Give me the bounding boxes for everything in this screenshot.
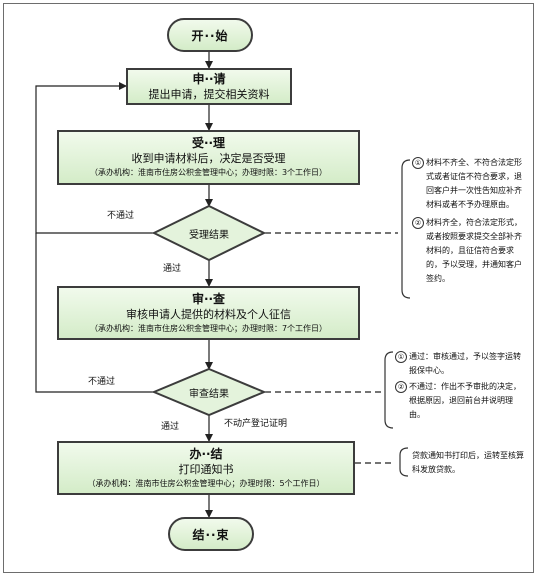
start-label: 开··始 — [191, 28, 229, 43]
accept-decision-label: 受理结果 — [189, 229, 229, 241]
start-node: 开··始 — [167, 18, 253, 52]
complete-title: 办··结 — [189, 446, 223, 461]
review-meta: （承办机构：淮南市住房公积金管理中心；办理时限：7个工作日） — [89, 323, 328, 333]
apply-title: 申··请 — [192, 72, 226, 86]
note-bracket-accept — [401, 159, 411, 299]
accept-meta: （承办机构：淮南市住房公积金管理中心；办理时限：3个工作日） — [89, 168, 328, 177]
review-note-num-2: ② — [395, 381, 407, 393]
end-node: 结··束 — [168, 517, 254, 551]
edge-label-not-pass-1: 不通过 — [107, 211, 135, 221]
complete-desc: 打印通知书 — [178, 462, 234, 476]
review-note-item-1: ① 通过：审核通过，予以签字运转报保中心。 — [395, 350, 523, 378]
end-label: 结··束 — [192, 527, 230, 542]
accept-node: 受··理 收到申请材料后，决定是否受理 （承办机构：淮南市住房公积金管理中心；办… — [57, 130, 360, 185]
diagram-frame — [3, 3, 534, 573]
accept-note-item-2: ② 材料齐全，符合法定形式，或者按照要求提交全部补齐材料的，且征信符合要求的，予… — [412, 216, 528, 286]
review-title: 审··查 — [191, 291, 226, 306]
accept-desc: 收到申请材料后，决定是否受理 — [131, 152, 286, 165]
accept-note-text-2: 材料齐全，符合法定形式，或者按照要求提交全部补齐材料的，且征信符合要求的，予以受… — [426, 218, 522, 283]
review-note-text-1: 通过：审核通过，予以签字运转报保中心。 — [409, 352, 521, 375]
accept-note-text-1: 材料不齐全、不符合法定形式或者证信不符合要求，退回客户并一次性告知应补齐材料或者… — [426, 158, 522, 209]
review-note-num-1: ① — [395, 351, 407, 363]
review-note-text-2: 不通过：作出不予审批的决定，根据原因，退回前台并说明理由。 — [409, 382, 521, 419]
accept-note: ① 材料不齐全、不符合法定形式或者证信不符合要求，退回客户并一次性告知应补齐材料… — [412, 156, 528, 286]
accept-decision-diamond — [151, 204, 267, 262]
accept-note-item-1: ① 材料不齐全、不符合法定形式或者证信不符合要求，退回客户并一次性告知应补齐材料… — [412, 156, 528, 212]
note-bracket-complete — [399, 447, 409, 477]
complete-note: 贷款通知书打印后，运转至核算科发放贷款。 — [412, 451, 524, 474]
review-node: 审··查 审核申请人提供的材料及个人征信 （承办机构：淮南市住房公积金管理中心；… — [57, 286, 360, 340]
edge-label-not-pass-2: 不通过 — [88, 377, 116, 387]
edge-review-not-pass — [35, 233, 154, 393]
accept-title: 受··理 — [191, 136, 226, 150]
review-decision-label: 审查结果 — [189, 388, 229, 400]
edge-label-pass-1: 通过 — [163, 264, 182, 274]
review-desc: 审核申请人提供的材料及个人征信 — [126, 307, 291, 321]
accept-note-num-1: ① — [412, 157, 424, 169]
apply-desc: 提出申请，提交相关资料 — [148, 88, 270, 101]
review-decision-diamond — [151, 367, 267, 417]
edge-label-pass-2: 通过 — [161, 422, 180, 432]
review-note-item-2: ② 不通过：作出不予审批的决定，根据原因，退回前台并说明理由。 — [395, 380, 523, 422]
note-bracket-review — [384, 351, 394, 429]
apply-node: 申··请 提出申请，提交相关资料 — [126, 68, 292, 105]
complete-node: 办··结 打印通知书 （承办机构：淮南市住房公积金管理中心；办理时限：5个工作日… — [57, 441, 355, 495]
review-note: ① 通过：审核通过，予以签字运转报保中心。 ② 不通过：作出不予审批的决定，根据… — [395, 350, 523, 422]
complete-meta: （承办机构：淮南市住房公积金管理中心；办理时限：5个工作日） — [87, 478, 325, 488]
accept-note-num-2: ② — [412, 217, 424, 229]
edge-label-no-property-proof: 不动产登记证明 — [224, 419, 288, 429]
edge-accept-not-pass — [35, 82, 154, 234]
